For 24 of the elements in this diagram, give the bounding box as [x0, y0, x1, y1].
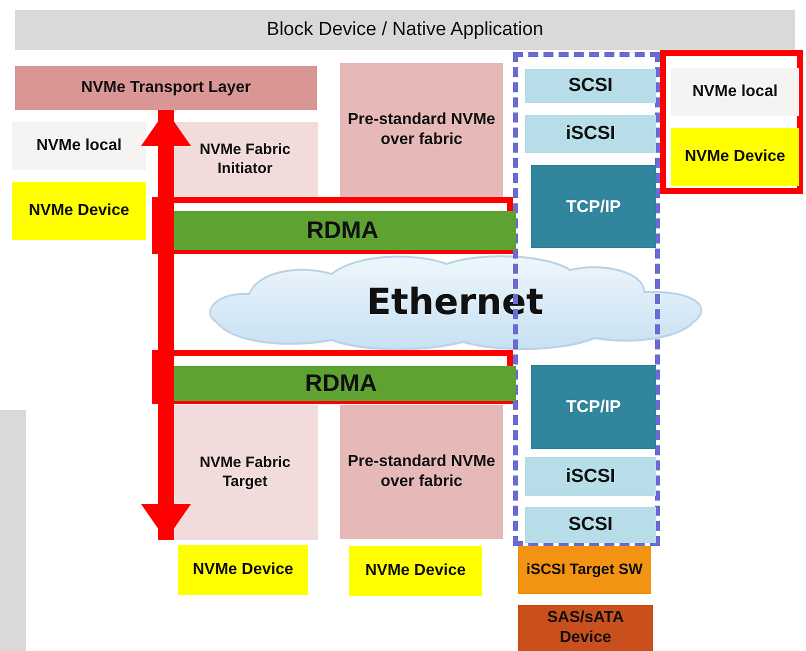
layer-block: NVMe Fabric Initiator — [172, 122, 318, 197]
protocol-block: iSCSI — [525, 457, 656, 496]
layer-block: NVMe local — [671, 68, 799, 116]
protocol-block: SCSI — [525, 507, 656, 543]
protocol-block: TCP/IP — [531, 165, 656, 248]
protocol-block: TCP/IP — [531, 365, 656, 449]
double-arrow — [141, 110, 191, 540]
layer-block: Pre-standard NVMe over fabric — [340, 405, 503, 539]
protocol-block: iSCSI — [525, 115, 656, 153]
device-block: NVMe Device — [178, 545, 308, 595]
device-block: NVMe Device — [12, 182, 146, 240]
highlight-frame — [152, 350, 513, 404]
device-block: SAS/sATA Device — [518, 605, 653, 651]
layer-block: NVMe local — [12, 122, 146, 170]
application-band: Block Device / Native Application — [15, 10, 795, 50]
device-block: NVMe Device — [349, 546, 482, 596]
layer-block: NVMe Fabric Target — [172, 405, 318, 540]
protocol-block: SCSI — [525, 69, 656, 103]
highlight-frame — [660, 50, 803, 194]
device-block: NVMe Device — [671, 128, 799, 186]
layer-block: Pre-standard NVMe over fabric — [340, 63, 503, 197]
layer-block: NVMe Transport Layer — [15, 66, 317, 110]
highlight-frame — [152, 197, 513, 254]
software-block: iSCSI Target SW — [518, 546, 651, 594]
